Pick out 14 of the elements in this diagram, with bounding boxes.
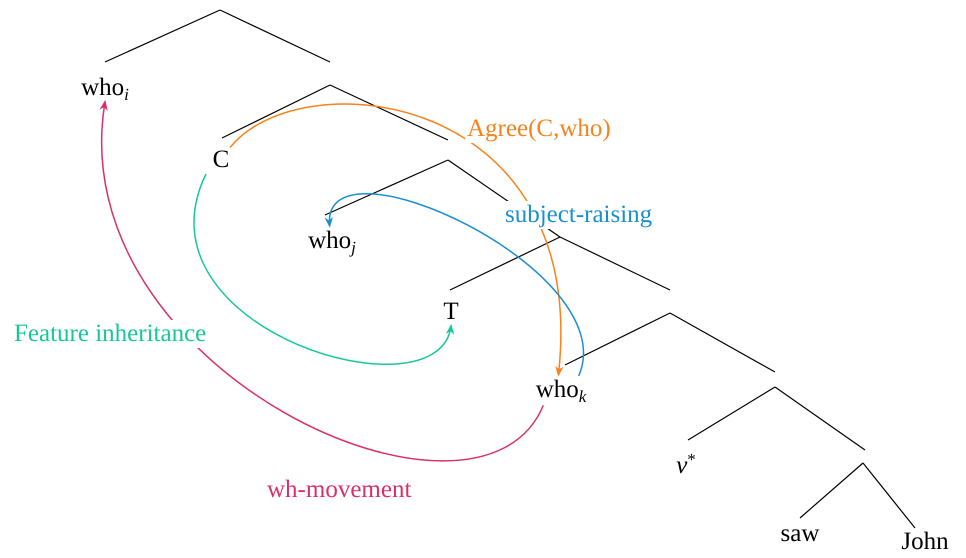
edge-label: Feature inheritance [12, 320, 208, 348]
curved-arrow [327, 193, 584, 376]
tree-leaf-label: who$_{k}$ [536, 376, 586, 404]
curved-arrow [100, 100, 544, 462]
tree-leaf-label: who$_{i}$ [81, 74, 129, 102]
tree-leaf-label: T [443, 298, 459, 326]
edge-label: subject-raising [503, 201, 654, 229]
tree-leaf-label: John [901, 528, 949, 556]
tree-leaf-label: C [212, 146, 230, 174]
curved-arrow [230, 104, 563, 377]
curved-arrow [194, 174, 452, 364]
tree-leaf-label: v$^{*}$ [676, 452, 696, 480]
tree-leaf-label: saw [780, 520, 820, 548]
tree-leaf-label: who$_{j}$ [308, 227, 356, 255]
